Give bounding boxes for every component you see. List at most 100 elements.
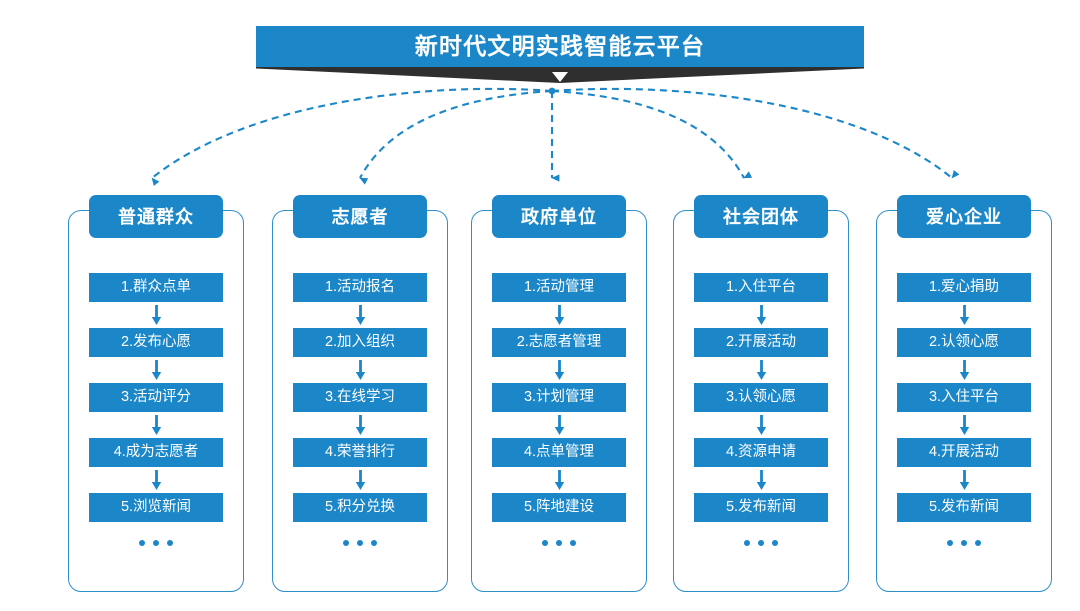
list-item-label: 3.活动评分 [120,389,192,406]
column-header-label: 爱心企业 [926,206,1002,227]
column-header-label: 志愿者 [331,206,389,227]
list-item[interactable]: 2.认领心愿 [897,328,1031,357]
down-arrow-icon [756,360,766,380]
ellipsis-dot [744,540,750,546]
column-items-3: 1.入住平台 2.开展活动 3.认领心愿 [694,273,828,550]
list-item[interactable]: 3.入住平台 [897,383,1031,412]
column-ai-xin-qi-ye: 爱心企业 1.爱心捐助 2.认领心愿 3.入住平台 [876,195,1052,592]
list-item-label: 5.发布新闻 [725,499,797,516]
ellipsis-dot [556,540,562,546]
list-item[interactable]: 1.入住平台 [694,273,828,302]
list-item[interactable]: 3.计划管理 [492,383,626,412]
column-items-0: 1.群众点单 2.发布心愿 3.活动评分 [89,273,223,550]
list-item[interactable]: 3.活动评分 [89,383,223,412]
list-item-label: 1.爱心捐助 [928,279,1000,296]
page-title: 新时代文明实践智能云平台 [414,33,706,59]
list-item-label: 3.计划管理 [523,389,595,406]
list-item[interactable]: 2.发布心愿 [89,328,223,357]
list-item-label: 2.志愿者管理 [516,334,602,351]
ellipsis-dot [570,540,576,546]
column-header-4[interactable]: 爱心企业 [897,195,1031,238]
down-arrow-icon [355,360,365,380]
down-arrow-icon [151,305,161,325]
more-items-ellipsis[interactable] [947,536,981,550]
ellipsis-dot [343,540,349,546]
ellipsis-dot [139,540,145,546]
list-item[interactable]: 4.资源申请 [694,438,828,467]
down-arrow-icon [756,470,766,490]
list-item-label: 1.入住平台 [725,279,797,296]
list-item[interactable]: 2.志愿者管理 [492,328,626,357]
list-item[interactable]: 4.开展活动 [897,438,1031,467]
list-item[interactable]: 1.爱心捐助 [897,273,1031,302]
column-header-0[interactable]: 普通群众 [89,195,223,238]
ellipsis-dot [357,540,363,546]
list-item-label: 4.资源申请 [725,444,797,461]
list-item[interactable]: 5.发布新闻 [694,493,828,522]
ellipsis-dot [961,540,967,546]
down-arrow-icon [151,470,161,490]
ellipsis-dot [153,540,159,546]
down-arrow-icon [355,415,365,435]
list-item-label: 5.阵地建设 [523,499,595,516]
more-items-ellipsis[interactable] [343,536,377,550]
list-item[interactable]: 4.点单管理 [492,438,626,467]
ellipsis-dot [772,540,778,546]
list-item-label: 2.发布心愿 [120,334,192,351]
list-item[interactable]: 1.活动报名 [293,273,427,302]
list-item[interactable]: 3.在线学习 [293,383,427,412]
down-arrow-icon [554,415,564,435]
list-item[interactable]: 1.活动管理 [492,273,626,302]
down-arrow-icon [959,305,969,325]
ellipsis-dot [167,540,173,546]
ellipsis-dot [542,540,548,546]
ellipsis-dot [758,540,764,546]
column-header-1[interactable]: 志愿者 [293,195,427,238]
list-item[interactable]: 1.群众点单 [89,273,223,302]
column-items-1: 1.活动报名 2.加入组织 3.在线学习 [293,273,427,550]
list-item[interactable]: 2.加入组织 [293,328,427,357]
list-item-label: 2.认领心愿 [928,334,1000,351]
list-item[interactable]: 5.阵地建设 [492,493,626,522]
list-item-label: 1.群众点单 [120,279,192,296]
down-arrow-icon [756,415,766,435]
list-item-label: 2.加入组织 [324,334,396,351]
down-arrow-icon [554,305,564,325]
column-header-label: 政府单位 [521,206,597,227]
down-arrow-icon [151,360,161,380]
down-arrow-icon [151,415,161,435]
list-item-label: 5.积分兑换 [324,499,396,516]
list-item[interactable]: 5.积分兑换 [293,493,427,522]
down-arrow-icon [355,470,365,490]
ellipsis-dot [371,540,377,546]
column-pu-tong-qun-zhong: 普通群众 1.群众点单 2.发布心愿 3.活动评分 [68,195,244,592]
list-item-label: 4.成为志愿者 [113,444,199,461]
list-item[interactable]: 3.认领心愿 [694,383,828,412]
list-item[interactable]: 5.浏览新闻 [89,493,223,522]
more-items-ellipsis[interactable] [542,536,576,550]
more-items-ellipsis[interactable] [744,536,778,550]
list-item[interactable]: 5.发布新闻 [897,493,1031,522]
down-arrow-icon [554,470,564,490]
banner-shadow-ribbon [256,66,864,83]
more-items-ellipsis[interactable] [139,536,173,550]
list-item-label: 4.点单管理 [523,444,595,461]
column-header-3[interactable]: 社会团体 [694,195,828,238]
down-arrow-icon [355,305,365,325]
down-arrow-icon [959,415,969,435]
column-header-2[interactable]: 政府单位 [492,195,626,238]
list-item-label: 4.开展活动 [928,444,1000,461]
column-items-2: 1.活动管理 2.志愿者管理 3.计划管理 [492,273,626,550]
column-zhi-yuan-zhe: 志愿者 1.活动报名 2.加入组织 3.在线学习 [272,195,448,592]
list-item[interactable]: 4.荣誉排行 [293,438,427,467]
column-header-label: 社会团体 [723,206,799,227]
list-item-label: 2.开展活动 [725,334,797,351]
list-item[interactable]: 2.开展活动 [694,328,828,357]
list-item[interactable]: 4.成为志愿者 [89,438,223,467]
list-item-label: 5.浏览新闻 [120,499,192,516]
ellipsis-dot [947,540,953,546]
list-item-label: 1.活动管理 [523,279,595,296]
platform-title-banner: 新时代文明实践智能云平台 [256,26,864,67]
